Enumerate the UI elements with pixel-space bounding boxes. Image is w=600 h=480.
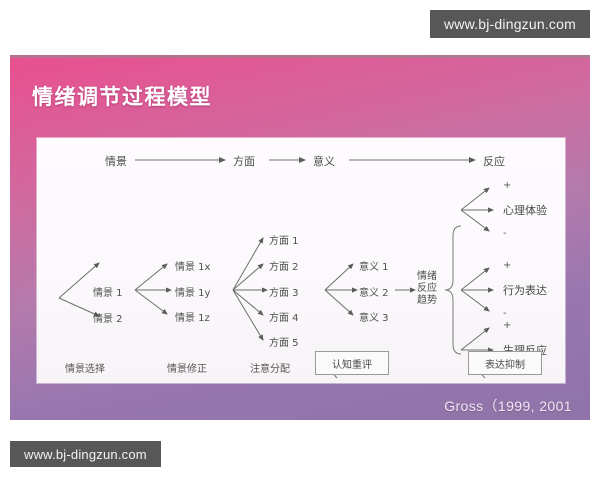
- node-situation-1y: 情景 1y: [175, 288, 211, 299]
- strategy-box-reappraisal-label: 认知重评: [332, 359, 372, 371]
- node-outcome-psychological: 心理体验: [503, 204, 547, 217]
- watermark-bottom-text: www.bj-dingzun.com: [24, 446, 147, 462]
- diagram-panel: 情景 方面 意义 反应 情景 1 情景 2 情景 1x 情景 1y 情景 1z …: [37, 138, 565, 383]
- watermark-top-text: www.bj-dingzun.com: [444, 16, 576, 32]
- node-aspect-3: 方面 3: [269, 288, 299, 299]
- node-meaning-2: 意义 2: [359, 288, 389, 299]
- strategy-box-suppression[interactable]: 表达抑制: [468, 351, 542, 375]
- top-node-aspect: 方面: [233, 155, 255, 168]
- stage-attention-deployment: 注意分配: [250, 364, 290, 375]
- diagram-connectors: [58, 157, 498, 379]
- citation-text: Gross（1999, 2001: [444, 398, 572, 414]
- sign-plus-behavioral: +: [503, 260, 512, 271]
- node-situation-2: 情景 2: [93, 314, 123, 325]
- stage-situation-selection: 情景选择: [65, 364, 105, 375]
- node-situation-1z: 情景 1z: [175, 313, 210, 324]
- top-node-meaning: 意义: [313, 155, 335, 168]
- node-aspect-2: 方面 2: [269, 262, 299, 273]
- sign-plus-physiological: +: [503, 320, 512, 331]
- node-meaning-3: 意义 3: [359, 313, 389, 324]
- tendency-line-2: 反应: [417, 283, 437, 294]
- node-situation-1: 情景 1: [93, 288, 123, 299]
- slide-top-rule: [10, 55, 590, 58]
- node-meaning-1: 意义 1: [359, 262, 389, 273]
- stage-situation-modification: 情景修正: [167, 364, 207, 375]
- tendency-line-1: 情绪: [417, 271, 437, 282]
- slide-canvas: 情绪调节过程模型: [10, 55, 590, 420]
- watermark-bottom: www.bj-dingzun.com: [10, 441, 161, 467]
- sign-minus-psychological: -: [503, 228, 507, 239]
- node-aspect-5: 方面 5: [269, 338, 299, 349]
- tendency-line-3: 趋势: [417, 295, 437, 306]
- top-node-response: 反应: [483, 155, 505, 168]
- top-node-situation: 情景: [105, 155, 127, 168]
- node-tendency: 情绪 反应 趋势: [417, 271, 437, 307]
- node-aspect-1: 方面 1: [269, 236, 299, 247]
- strategy-box-reappraisal[interactable]: 认知重评: [315, 351, 389, 375]
- watermark-top: www.bj-dingzun.com: [430, 10, 590, 38]
- slide-title: 情绪调节过程模型: [32, 86, 212, 109]
- sign-minus-behavioral: -: [503, 308, 507, 319]
- sign-plus-psychological: +: [503, 180, 512, 191]
- node-aspect-4: 方面 4: [269, 313, 299, 324]
- node-situation-1x: 情景 1x: [175, 262, 211, 273]
- strategy-box-suppression-label: 表达抑制: [485, 359, 525, 371]
- node-outcome-behavioral: 行为表达: [503, 284, 547, 297]
